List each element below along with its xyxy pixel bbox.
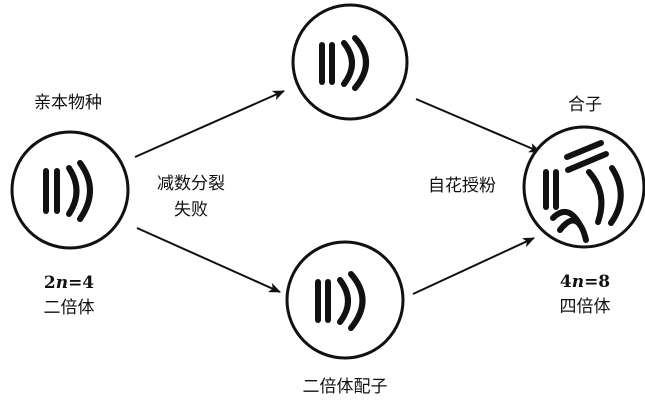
zygote-count-value: =8	[584, 272, 611, 292]
chromosome	[564, 140, 604, 160]
chromosome	[352, 35, 369, 91]
meiosis-failure-label-line1: 减数分裂	[157, 174, 225, 194]
chromosome	[586, 169, 605, 225]
parent-count-prefix: 2	[43, 273, 56, 293]
zygote-count-prefix: 4	[559, 272, 572, 292]
meiosis-failure-label-line2: 失败	[174, 200, 208, 220]
parent-cell-membrane	[10, 130, 130, 250]
parent-chromosomes	[43, 160, 93, 222]
bottom-gamete-cell	[285, 240, 405, 360]
parent-cell	[10, 130, 130, 250]
chromosome	[337, 277, 351, 325]
zygote-count-variable: n	[571, 272, 585, 292]
zygote-ploidy-label: 四倍体	[559, 297, 611, 317]
zygote-cell	[522, 125, 645, 249]
chromosome	[66, 165, 80, 217]
parent-species-label: 亲本物种	[34, 93, 102, 113]
zygote-chromosome-count: 4n=8	[540, 272, 630, 293]
arrows	[134, 90, 541, 295]
arrow-bottom-gamete-to-zygote	[412, 237, 535, 295]
chromosome	[565, 151, 609, 173]
self-pollination-label: 自花授粉	[428, 176, 496, 196]
parent-count-variable: n	[55, 273, 69, 293]
top-gamete-cell	[291, 3, 409, 121]
chromosome	[557, 217, 589, 243]
diploid-gamete-label: 二倍体配子	[302, 377, 388, 397]
zygote-label: 合子	[568, 95, 602, 115]
bottom-gamete-chromosomes	[315, 271, 366, 331]
chromosome	[348, 271, 366, 331]
parent-ploidy-label: 二倍体	[43, 298, 95, 318]
arrow-top-gamete-to-zygote	[415, 98, 541, 153]
parent-count-value: =4	[68, 273, 95, 293]
zygote-chromosomes	[543, 140, 624, 243]
arrow-parent-to-bottom-gamete	[136, 227, 281, 293]
chromosome	[608, 165, 624, 226]
top-gamete-chromosomes	[319, 35, 369, 91]
arrow-parent-to-top-gamete	[134, 90, 285, 158]
parent-chromosome-count: 2n=4	[24, 273, 114, 294]
chromosome	[341, 40, 355, 87]
chromosome	[77, 160, 93, 222]
